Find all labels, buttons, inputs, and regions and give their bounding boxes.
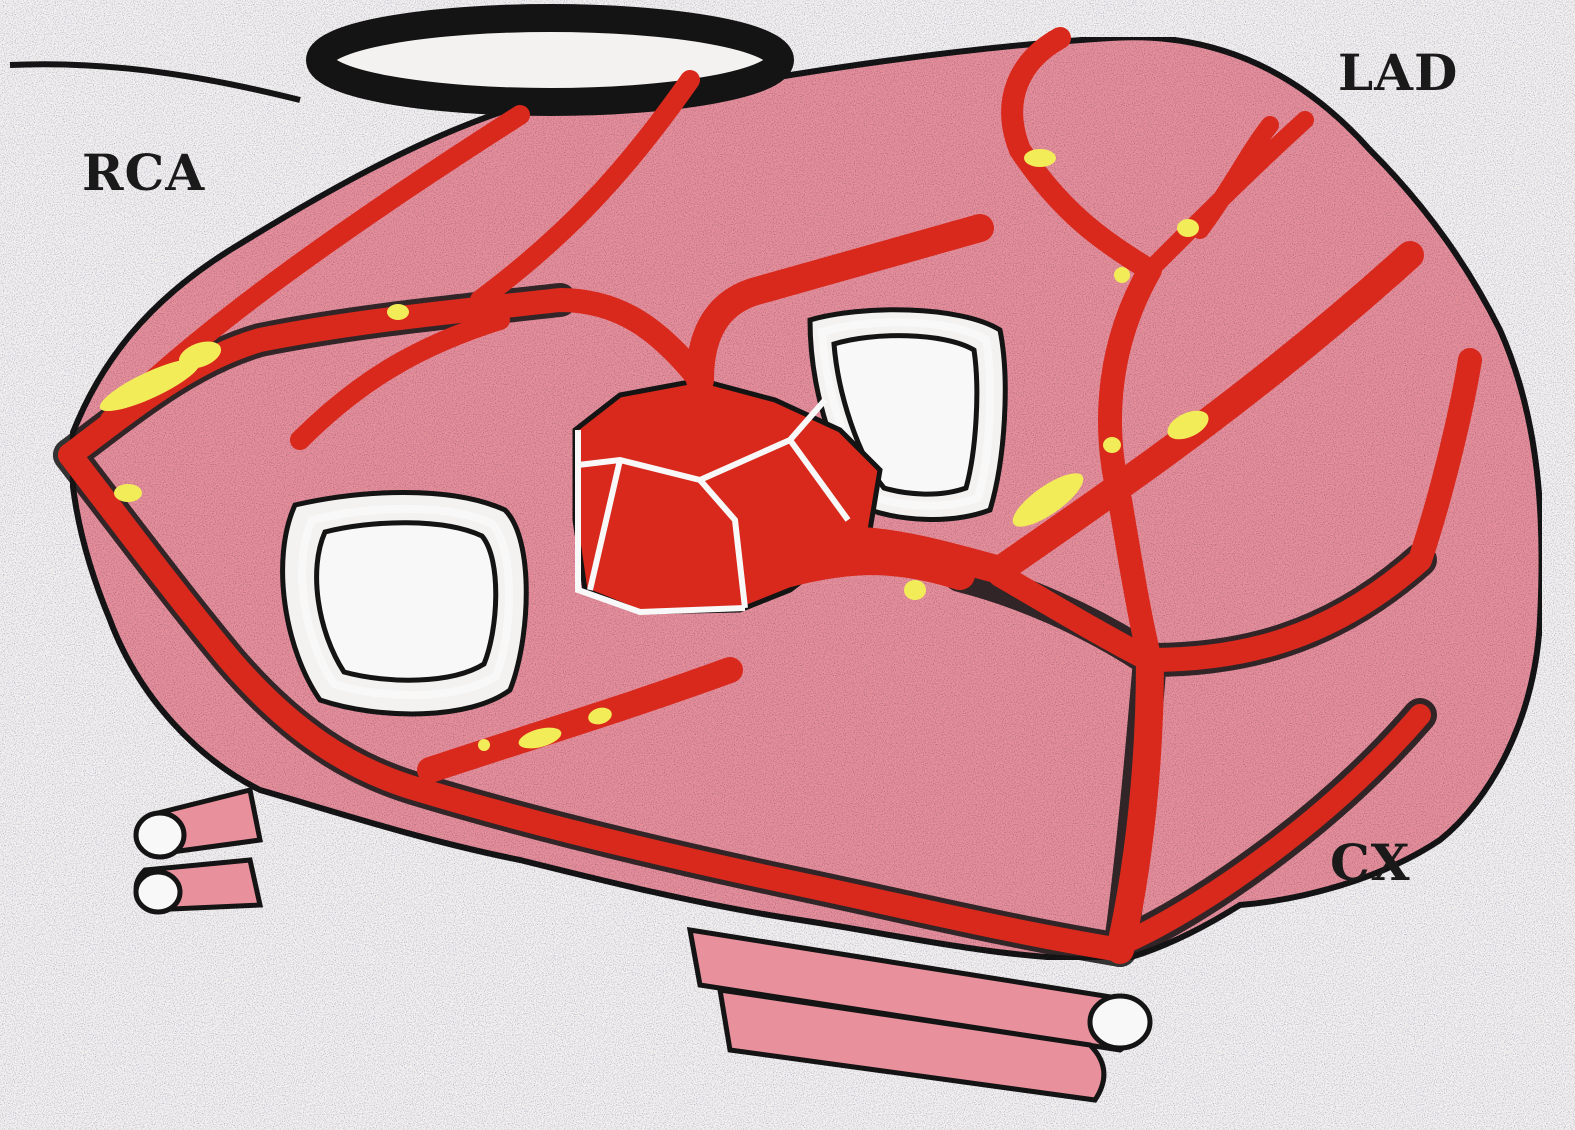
vessel-opening-upper [136, 813, 184, 857]
plaque [478, 739, 490, 751]
label-cx: CX [1330, 838, 1411, 888]
plaque [1114, 267, 1130, 283]
snare-ring [320, 18, 780, 102]
vessel-opening-right [1090, 996, 1150, 1048]
plaque [1024, 149, 1056, 167]
plaque [114, 484, 142, 502]
plaque [904, 580, 926, 600]
label-lad: LAD [1338, 48, 1458, 98]
plaque [387, 304, 409, 320]
label-rca: RCA [82, 148, 205, 198]
left-valve-inner [317, 523, 496, 680]
plaque [1177, 219, 1199, 237]
vessel-opening-lower [136, 872, 180, 912]
plaque [1103, 437, 1121, 453]
